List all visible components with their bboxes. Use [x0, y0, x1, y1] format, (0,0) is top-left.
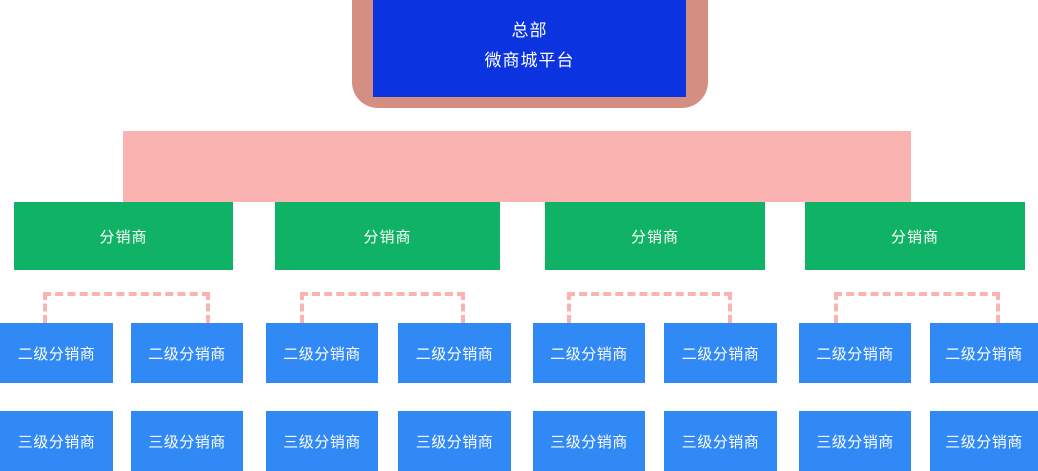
- level3-distributor-5[interactable]: 三级分销商: [533, 411, 645, 471]
- connector-vertical-left: [567, 292, 571, 323]
- level2-distributor-label: 二级分销商: [17, 345, 96, 363]
- connector-vertical-left: [43, 292, 47, 323]
- level3-distributor-7[interactable]: 三级分销商: [799, 411, 911, 471]
- connector-vertical-left: [300, 292, 304, 323]
- level3-distributor-6[interactable]: 三级分销商: [664, 411, 777, 471]
- level1-distributor-label: 分销商: [99, 228, 148, 246]
- root-node-subtitle: 微商城平台: [484, 50, 575, 70]
- level2-distributor-3[interactable]: 二级分销商: [266, 323, 378, 383]
- level3-distributor-label: 三级分销商: [148, 433, 226, 451]
- level2-distributor-6[interactable]: 二级分销商: [664, 323, 777, 383]
- connector-vertical-left: [834, 292, 838, 323]
- level3-distributor-2[interactable]: 三级分销商: [131, 411, 243, 471]
- level3-distributor-label: 三级分销商: [17, 433, 96, 451]
- connector-horizontal-segment: [567, 292, 732, 296]
- level2-distributor-7[interactable]: 二级分销商: [799, 323, 911, 383]
- level2-distributor-label: 二级分销商: [148, 345, 226, 363]
- level2-distributor-4[interactable]: 二级分销商: [398, 323, 511, 383]
- level2-distributor-5[interactable]: 二级分销商: [533, 323, 645, 383]
- level3-distributor-label: 三级分销商: [550, 433, 628, 451]
- dashed-connector-3: [567, 292, 732, 323]
- level1-distributor-4[interactable]: 分销商: [805, 202, 1025, 270]
- distribution-bus-bar: [123, 131, 911, 202]
- connector-vertical-right: [461, 292, 465, 323]
- connector-horizontal-segment: [834, 292, 1000, 296]
- level3-distributor-label: 三级分销商: [415, 433, 494, 451]
- level2-distributor-label: 二级分销商: [681, 345, 760, 363]
- level2-distributor-label: 二级分销商: [816, 345, 894, 363]
- level1-distributor-1[interactable]: 分销商: [14, 202, 233, 270]
- level3-distributor-8[interactable]: 三级分销商: [930, 411, 1038, 471]
- connector-vertical-right: [728, 292, 732, 323]
- level1-distributor-2[interactable]: 分销商: [275, 202, 500, 270]
- level3-distributor-3[interactable]: 三级分销商: [266, 411, 378, 471]
- level3-distributor-label: 三级分销商: [283, 433, 361, 451]
- level2-distributor-8[interactable]: 二级分销商: [930, 323, 1038, 383]
- level2-distributor-label: 二级分销商: [945, 345, 1023, 363]
- level1-distributor-3[interactable]: 分销商: [545, 202, 765, 270]
- level2-distributor-1[interactable]: 二级分销商: [0, 323, 113, 383]
- level2-distributor-label: 二级分销商: [283, 345, 361, 363]
- level1-distributor-label: 分销商: [890, 228, 939, 246]
- dashed-connector-4: [834, 292, 1000, 323]
- level2-distributor-label: 二级分销商: [415, 345, 494, 363]
- dashed-connector-1: [43, 292, 210, 323]
- connector-horizontal-segment: [300, 292, 465, 296]
- level3-distributor-label: 三级分销商: [945, 433, 1023, 451]
- root-node-headquarters[interactable]: 总部 微商城平台: [373, 0, 686, 97]
- root-node-title: 总部: [511, 20, 548, 40]
- level3-distributor-label: 三级分销商: [681, 433, 760, 451]
- level3-distributor-1[interactable]: 三级分销商: [0, 411, 113, 471]
- level2-distributor-label: 二级分销商: [550, 345, 628, 363]
- level1-distributor-label: 分销商: [363, 228, 412, 246]
- level1-distributor-label: 分销商: [630, 228, 679, 246]
- level3-distributor-4[interactable]: 三级分销商: [398, 411, 511, 471]
- level2-distributor-2[interactable]: 二级分销商: [131, 323, 243, 383]
- connector-horizontal-segment: [43, 292, 210, 296]
- dashed-connector-2: [300, 292, 465, 323]
- level3-distributor-label: 三级分销商: [816, 433, 894, 451]
- connector-vertical-right: [996, 292, 1000, 323]
- connector-vertical-right: [206, 292, 210, 323]
